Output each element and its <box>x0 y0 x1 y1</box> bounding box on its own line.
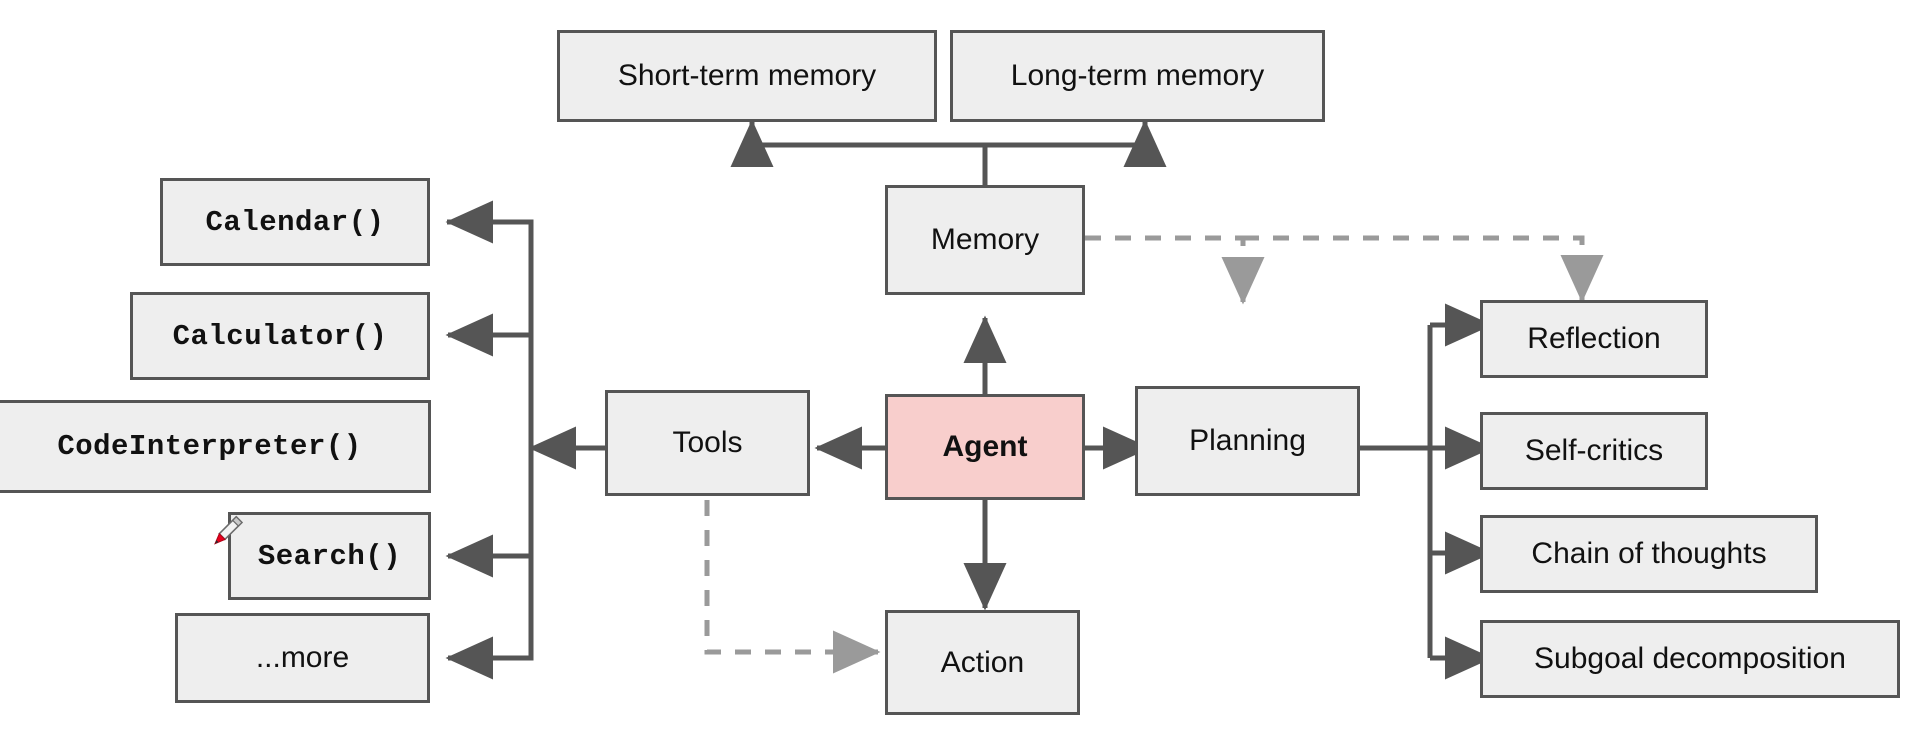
node-tool-calculator[interactable]: Calculator() <box>130 292 430 380</box>
node-tool-code-interpreter[interactable]: CodeInterpreter() <box>0 400 431 493</box>
node-planning[interactable]: Planning <box>1135 386 1360 496</box>
node-agent[interactable]: Agent <box>885 394 1085 500</box>
node-memory[interactable]: Memory <box>885 185 1085 295</box>
node-short-term-memory[interactable]: Short-term memory <box>557 30 937 122</box>
node-planning-reflection[interactable]: Reflection <box>1480 300 1708 378</box>
node-planning-subgoal-decomposition[interactable]: Subgoal decomposition <box>1480 620 1900 698</box>
node-action[interactable]: Action <box>885 610 1080 715</box>
node-long-term-memory[interactable]: Long-term memory <box>950 30 1325 122</box>
node-planning-chain-of-thoughts[interactable]: Chain of thoughts <box>1480 515 1818 593</box>
node-tool-search[interactable]: Search() <box>228 512 431 600</box>
node-planning-self-critics[interactable]: Self-critics <box>1480 412 1708 490</box>
node-tools[interactable]: Tools <box>605 390 810 496</box>
node-tool-calendar[interactable]: Calendar() <box>160 178 430 266</box>
node-tool-more[interactable]: ...more <box>175 613 430 703</box>
